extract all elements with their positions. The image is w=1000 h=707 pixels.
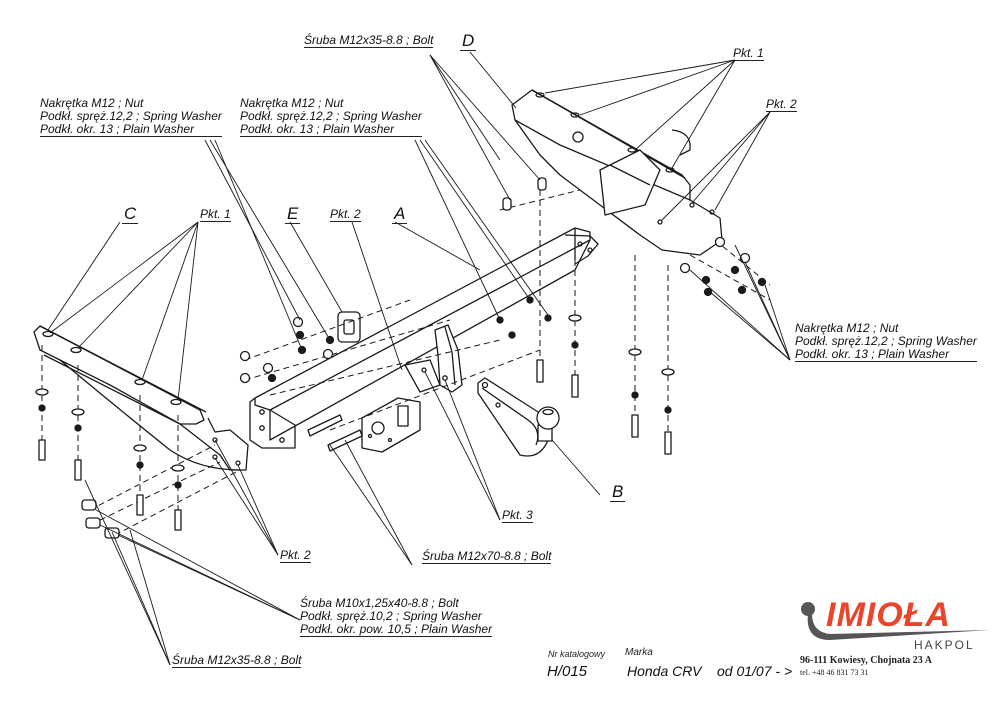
fastener-right-nut: Nakrętka M12 ; Nut <box>795 321 899 335</box>
fastener-right-spring: Podkł. spręż.12,2 ; Spring Washer <box>795 334 977 348</box>
label-pkt2-right: Pkt. 2 <box>766 97 797 112</box>
fastener-bottom-plain: Podkł. okr. pow. 10,5 ; Plain Washer <box>300 622 493 637</box>
company-phone: tel. +48 46 831 73 31 <box>800 668 869 677</box>
label-part-c: C <box>122 204 139 224</box>
label-part-b: B <box>610 482 626 502</box>
fastener-middle-nut: Nakrętka M12 ; Nut <box>240 96 344 110</box>
fastener-group-middle: Nakrętka M12 ; Nut Podkł. spręż.12,2 ; S… <box>240 97 422 137</box>
fastener-left-plain: Podkł. okr. 13 ; Plain Washer <box>40 123 222 137</box>
fastener-group-right: Nakrętka M12 ; Nut Podkł. spręż.12,2 ; S… <box>795 322 977 362</box>
leader-lines <box>47 51 791 666</box>
catalog-number-label: Nr katalogowy <box>548 649 606 659</box>
label-part-a: A <box>392 204 408 224</box>
fastener-bottom-spring: Podkł. spręż.10,2 ; Spring Washer <box>300 609 482 623</box>
spacer-e <box>337 311 361 343</box>
label-part-e: E <box>285 204 301 224</box>
logo-wordmark: IMIOŁA <box>826 596 951 634</box>
fastener-left-nut: Nakrętka M12 ; Nut <box>40 96 144 110</box>
crossbeam-a <box>249 227 599 449</box>
fastener-left-spring: Podkł. spręż.12,2 ; Spring Washer <box>40 109 222 123</box>
hook-bracket <box>404 324 463 393</box>
fastener-middle-spring: Podkł. spręż.12,2 ; Spring Washer <box>240 109 422 123</box>
fastener-group-bottom: Śruba M10x1,25x40-8.8 ; Bolt Podkł. sprę… <box>300 596 493 637</box>
label-bottom-left-bolt: Śruba M12x35-8.8 ; Bolt <box>172 653 302 668</box>
company-address: 96-111 Kowiesy, Chojnata 23 A <box>800 655 932 666</box>
label-pkt1-right: Pkt. 1 <box>733 46 764 61</box>
label-part-d: D <box>460 31 477 51</box>
label-pkt2-middle: Pkt. 2 <box>330 207 361 222</box>
fastener-middle-plain: Podkł. okr. 13 ; Plain Washer <box>240 123 422 137</box>
label-top-bolt: Śruba M12x35-8.8 ; Bolt <box>304 33 434 48</box>
label-pkt3: Pkt. 3 <box>502 508 533 523</box>
bracket-d <box>511 89 723 256</box>
socket-plate <box>361 397 421 453</box>
label-pkt2-bottom: Pkt. 2 <box>280 548 311 563</box>
towball-arm-b <box>477 377 560 457</box>
brand-value: Honda CRV <box>627 663 702 679</box>
fastener-group-left: Nakrętka M12 ; Nut Podkł. spręż.12,2 ; S… <box>40 97 222 137</box>
fastener-right-plain: Podkł. okr. 13 ; Plain Washer <box>795 348 977 362</box>
fasteners <box>35 177 767 539</box>
bracket-c <box>33 325 249 471</box>
brand-label: Marka <box>625 647 653 658</box>
fastener-bottom-bolt: Śruba M10x1,25x40-8.8 ; Bolt <box>300 596 459 610</box>
catalog-number-value: H/015 <box>547 663 588 680</box>
logo-hook-icon <box>801 602 990 640</box>
label-pkt1-left: Pkt. 1 <box>200 207 231 222</box>
logo-subtitle: HAKPOL <box>914 638 975 652</box>
label-bolt-m12x70: Śruba M12x70-8.8 ; Bolt <box>422 549 552 564</box>
valid-from: od 01/07 - > <box>717 663 793 679</box>
